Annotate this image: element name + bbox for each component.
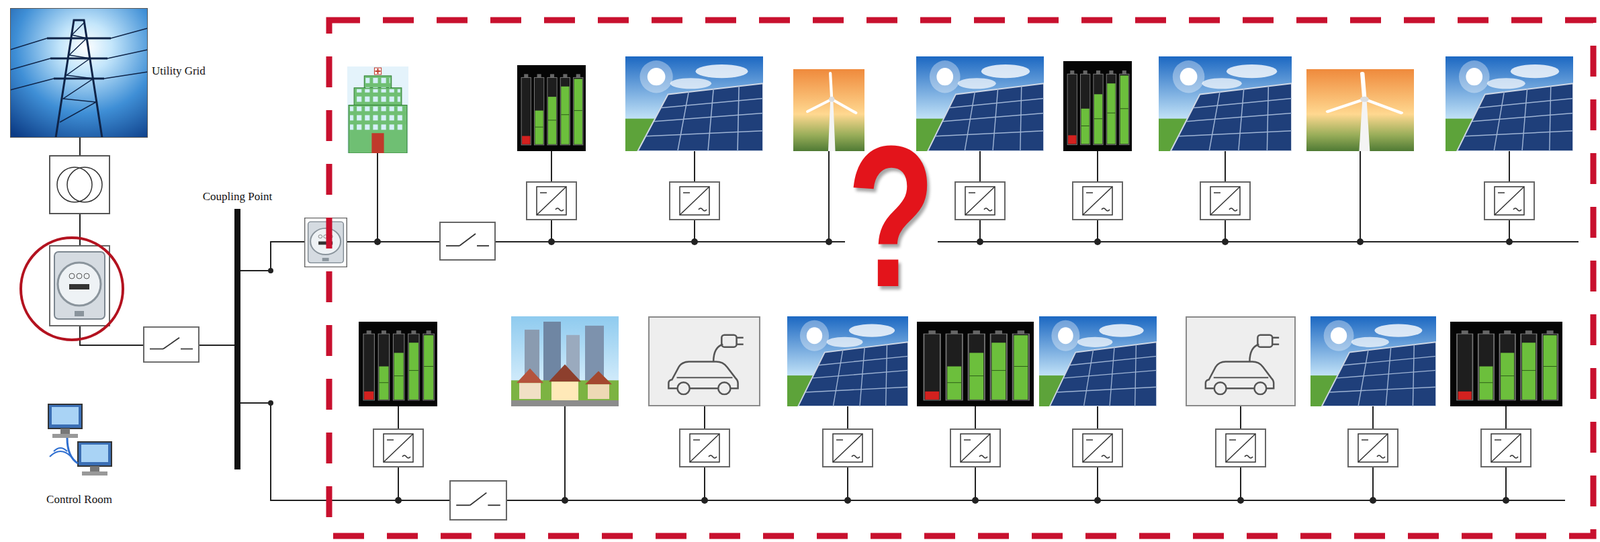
feeder-meter [304, 218, 348, 268]
converter-symbol [526, 182, 577, 220]
solar-picture [1158, 56, 1292, 152]
question-mark: ? [846, 135, 936, 297]
illustration-part [564, 406, 566, 501]
illustration-part [1369, 497, 1377, 504]
converter-symbol [1072, 182, 1123, 220]
illustration-part [976, 238, 984, 246]
converter-symbol [373, 429, 424, 467]
converter-symbol [669, 182, 720, 220]
solar-picture [1039, 316, 1157, 407]
illustration-part [561, 497, 569, 504]
converter-symbol [1348, 429, 1398, 467]
illustration-part [48, 404, 82, 429]
converter-symbol [1072, 429, 1123, 467]
battery-picture [517, 65, 586, 152]
illustration-part [825, 238, 833, 246]
solar-picture [625, 56, 764, 152]
wind-turbine-picture [1306, 69, 1414, 152]
utility-grid-node: Utility Grid [10, 8, 219, 138]
illustration-part [1505, 238, 1513, 246]
converter-symbol [955, 182, 1005, 220]
ev-charger-picture [1186, 317, 1296, 406]
converter-symbol [679, 429, 730, 467]
illustration-part [691, 238, 698, 246]
illustration-part [376, 153, 379, 242]
lower-feeder-wire [240, 403, 1566, 501]
illustration-part [77, 441, 112, 467]
battery-picture [1450, 321, 1563, 407]
hospital-picture [347, 66, 409, 154]
battery-picture [916, 321, 1034, 407]
illustration-part [1094, 497, 1101, 504]
illustration-part [1237, 497, 1244, 504]
switch-symbol [143, 327, 199, 363]
solar-picture [916, 56, 1044, 152]
converter-symbol [1200, 182, 1251, 220]
switch-symbol [439, 222, 496, 260]
illustration-part [1356, 238, 1364, 246]
solar-picture [1445, 56, 1574, 152]
converter-symbol [822, 429, 873, 467]
illustration-part [52, 433, 78, 438]
illustration-part [1359, 151, 1361, 242]
illustration-part [844, 497, 852, 504]
drop-wires [377, 151, 1510, 501]
node-label: Control Room [34, 493, 125, 507]
upper-feeder-wire [937, 241, 1579, 243]
converter-symbol [950, 429, 1001, 467]
illustration-part [701, 497, 708, 504]
illustration-part [81, 444, 109, 463]
highlight-circle [20, 237, 123, 340]
control-room-node: Control Room [34, 400, 125, 514]
microgrid-boundary [329, 20, 1594, 537]
converter-symbol [1215, 429, 1266, 467]
utility-grid-picture [10, 8, 148, 138]
battery-picture [1063, 61, 1132, 152]
transformer-symbol [49, 155, 110, 214]
coupling-bus-bar: Coupling Point [234, 208, 241, 470]
illustration-part [60, 428, 70, 434]
illustration-part [971, 497, 979, 504]
illustration-part [90, 466, 100, 472]
illustration-part [1221, 238, 1229, 246]
node-label: Utility Grid [151, 64, 206, 78]
illustration-part [268, 400, 274, 406]
illustration-part [394, 497, 402, 504]
illustration-part [49, 451, 72, 457]
battery-picture [358, 321, 438, 407]
control-room-icon [48, 404, 112, 476]
illustration-part [81, 471, 108, 476]
smart-meter [49, 245, 110, 326]
illustration-part [268, 268, 274, 274]
converter-symbol [1484, 182, 1535, 220]
node-label: Coupling Point [202, 190, 273, 204]
ev-charger-picture [648, 317, 760, 406]
illustration-part [51, 407, 79, 425]
illustration-part [374, 238, 381, 246]
solar-picture [1310, 316, 1437, 407]
converter-symbol [1481, 429, 1531, 467]
illustration-part [828, 151, 830, 242]
switch-symbol [450, 480, 507, 520]
illustration-part [1502, 497, 1510, 504]
illustration-part [548, 238, 555, 246]
illustration-part [67, 437, 78, 464]
solar-picture [787, 316, 909, 407]
illustration-part [1094, 238, 1101, 246]
residential-picture [511, 316, 619, 407]
